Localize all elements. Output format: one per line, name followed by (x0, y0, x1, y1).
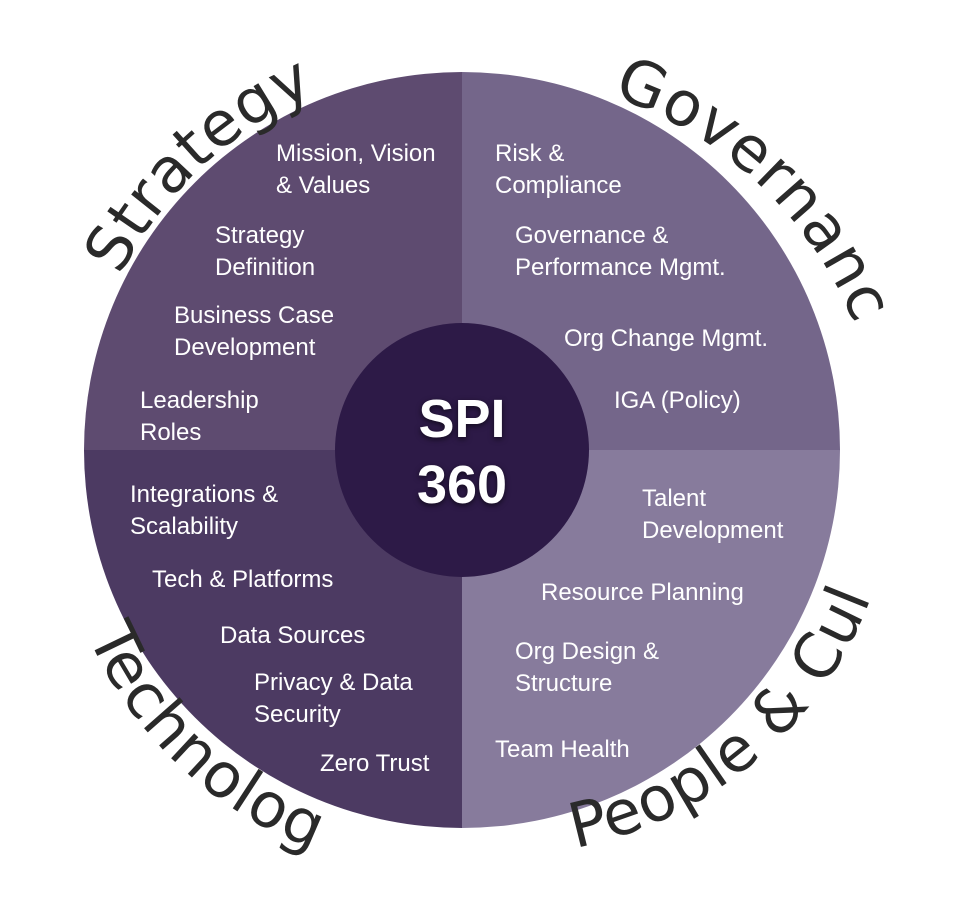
technology-item-privacy-data-security: Privacy & Data Security (254, 667, 413, 731)
strategy-item-leadership-roles: Leadership Roles (140, 385, 259, 449)
center-circle (335, 323, 589, 577)
strategy-item-line: & Values (276, 172, 371, 199)
governance-item-line: IGA (Policy) (614, 387, 741, 414)
technology-item-integrations-scalability: Integrations & Scalability (130, 479, 278, 543)
strategy-item-strategy-definition: Strategy Definition (215, 220, 315, 284)
people-item-talent-development: Talent Development (642, 483, 783, 547)
governance-item-org-change: Org Change Mgmt. (564, 323, 768, 355)
technology-item-line: Integrations & (130, 481, 279, 508)
technology-item-data-sources: Data Sources (220, 620, 365, 652)
governance-item-line: Org Change Mgmt. (564, 325, 769, 352)
governance-item-iga-policy: IGA (Policy) (614, 385, 741, 417)
people-item-line: Development (642, 517, 784, 544)
center-label-line1: SPI (418, 389, 506, 449)
governance-item-governance-performance: Governance & Performance Mgmt. (515, 220, 726, 284)
strategy-item-line: Strategy (215, 222, 305, 249)
strategy-item-line: Development (174, 334, 316, 361)
technology-item-line: Tech & Platforms (152, 566, 334, 593)
strategy-item-line: Business Case (174, 302, 335, 329)
people-item-line: Talent (642, 485, 707, 512)
technology-item-line: Zero Trust (320, 750, 430, 777)
governance-item-line: Risk & (495, 140, 565, 167)
people-item-line: Resource Planning (541, 579, 744, 606)
governance-item-line: Governance & (515, 222, 669, 249)
strategy-item-line: Roles (140, 419, 202, 446)
governance-item-line: Performance Mgmt. (515, 254, 726, 281)
center-label: SPI 360 (335, 386, 589, 518)
governance-item-line: Compliance (495, 172, 622, 199)
people-item-team-health: Team Health (495, 734, 630, 766)
strategy-item-line: Definition (215, 254, 316, 281)
strategy-item-mission-vision-values: Mission, Vision & Values (276, 138, 436, 202)
technology-item-line: Scalability (130, 513, 239, 540)
technology-item-line: Data Sources (220, 622, 366, 649)
strategy-item-line: Leadership (140, 387, 259, 414)
technology-item-tech-platforms: Tech & Platforms (152, 564, 333, 596)
people-item-line: Org Design & (515, 638, 660, 665)
strategy-item-line: Mission, Vision (276, 140, 436, 167)
people-item-org-design-structure: Org Design & Structure (515, 636, 659, 700)
technology-item-zero-trust: Zero Trust (320, 748, 429, 780)
governance-item-risk-compliance: Risk & Compliance (495, 138, 622, 202)
technology-item-line: Privacy & Data (254, 669, 413, 696)
technology-item-line: Security (254, 701, 341, 728)
people-item-line: Structure (515, 670, 613, 697)
center-label-line2: 360 (416, 455, 508, 515)
strategy-item-business-case: Business Case Development (174, 300, 334, 364)
people-item-resource-planning: Resource Planning (541, 577, 744, 609)
people-item-line: Team Health (495, 736, 630, 763)
